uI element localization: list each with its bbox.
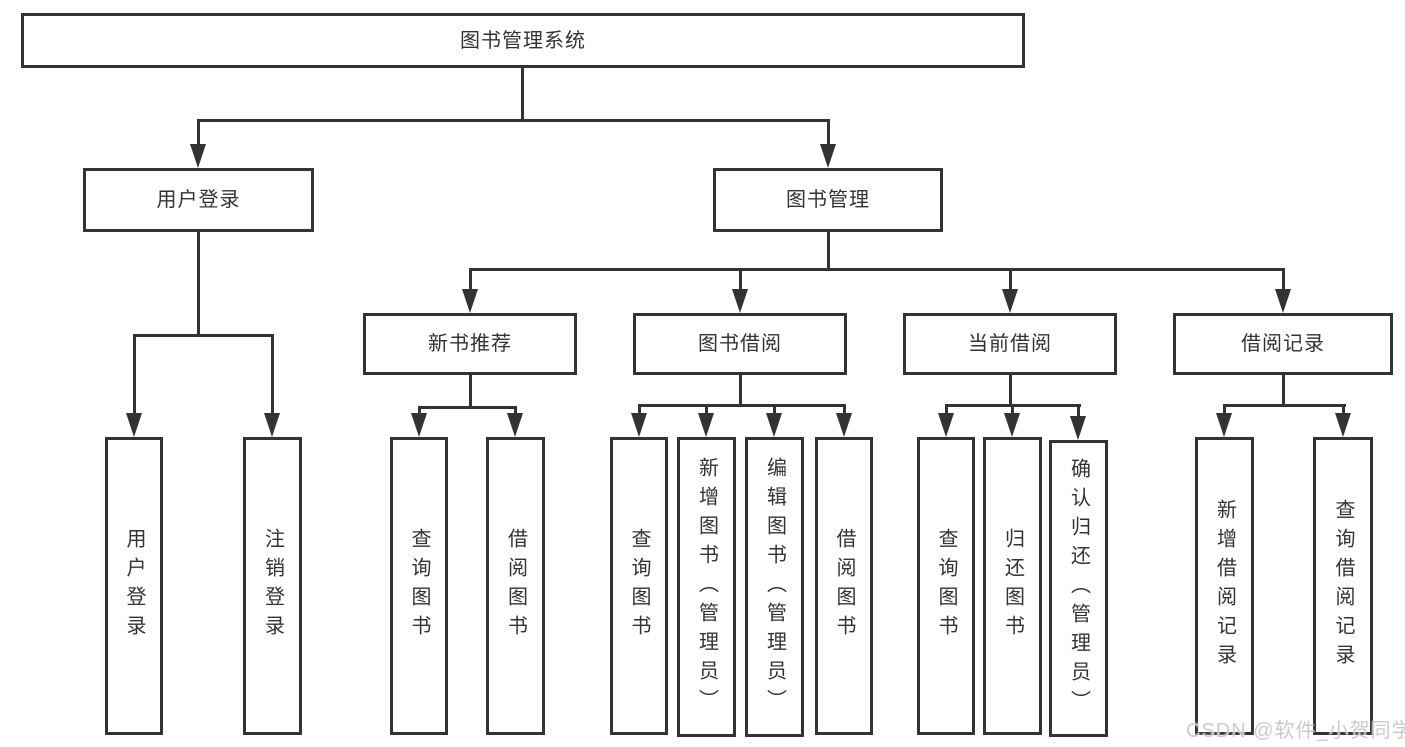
leaf-confirm-return-admin: 确认归还（管理员） — [1049, 440, 1108, 737]
connector-line — [1282, 268, 1285, 292]
arrow-down-icon — [836, 413, 852, 437]
node-label: 图书管理 — [786, 189, 870, 211]
node-book-management: 图书管理 — [713, 168, 943, 232]
arrow-down-icon — [1275, 289, 1291, 313]
arrow-down-icon — [1216, 413, 1232, 437]
arrow-down-icon — [820, 144, 836, 168]
connector-line — [469, 375, 472, 408]
connector-line — [197, 119, 830, 122]
connector-line — [197, 232, 200, 337]
connector-line — [469, 268, 472, 292]
watermark: CSDN @软件_小贺同学 — [1186, 720, 1405, 742]
leaf-borrowing-query-books: 查询图书 — [610, 437, 668, 735]
node-label: 借阅图书 — [504, 528, 527, 644]
connector-line — [638, 404, 846, 407]
connector-line — [739, 375, 742, 406]
leaf-recommend-query-books: 查询图书 — [390, 437, 448, 735]
node-label: 编辑图书（管理员） — [763, 456, 786, 718]
connector-line — [1282, 375, 1285, 406]
leaf-borrowing-borrow-books: 借阅图书 — [815, 437, 873, 735]
connector-line — [773, 404, 776, 416]
connector-line — [197, 119, 200, 147]
node-label: 图书借阅 — [698, 333, 782, 355]
connector-line — [1342, 404, 1345, 416]
connector-line — [945, 404, 948, 416]
arrow-down-icon — [264, 413, 280, 437]
node-label: 新增图书（管理员） — [695, 456, 718, 718]
arrow-down-icon — [462, 289, 478, 313]
arrow-down-icon — [631, 413, 647, 437]
connector-line — [705, 404, 708, 416]
arrow-down-icon — [507, 413, 523, 437]
leaf-user-login: 用户登录 — [105, 437, 163, 735]
connector-line — [418, 406, 517, 409]
node-user-login: 用户登录 — [83, 168, 314, 232]
connector-line — [133, 334, 274, 337]
arrow-down-icon — [698, 413, 714, 437]
leaf-return-books: 归还图书 — [983, 437, 1042, 735]
node-label: 借阅图书 — [833, 528, 855, 644]
node-label: 图书管理系统 — [460, 29, 586, 52]
connector-line — [638, 404, 641, 416]
connector-line — [843, 404, 846, 416]
leaf-current-query-books: 查询图书 — [917, 437, 975, 735]
connector-line — [1009, 375, 1012, 406]
connector-line — [1223, 404, 1346, 407]
node-label: 用户登录 — [156, 189, 241, 211]
connector-line — [469, 268, 1285, 271]
connector-line — [514, 406, 517, 416]
node-book-borrowing: 图书借阅 — [633, 313, 847, 375]
node-label: 查询图书 — [628, 528, 650, 644]
node-new-book-recommend: 新书推荐 — [363, 313, 577, 375]
arrow-down-icon — [190, 144, 206, 168]
node-label: 新增借阅记录 — [1213, 499, 1236, 673]
arrow-down-icon — [1335, 413, 1351, 437]
node-label: 当前借阅 — [968, 333, 1052, 355]
arrow-down-icon — [1004, 413, 1020, 437]
leaf-add-books-admin: 新增图书（管理员） — [677, 437, 736, 737]
node-label: 注销登录 — [261, 528, 284, 644]
leaf-edit-books-admin: 编辑图书（管理员） — [745, 437, 804, 737]
connector-line — [521, 68, 524, 122]
leaf-query-borrow-record: 查询借阅记录 — [1313, 437, 1373, 735]
connector-line — [1009, 268, 1012, 292]
node-current-borrowing: 当前借阅 — [903, 313, 1117, 375]
node-label: 查询借阅记录 — [1332, 499, 1354, 673]
node-label: 确认归还（管理员） — [1067, 458, 1090, 719]
arrow-down-icon — [766, 413, 782, 437]
node-label: 归还图书 — [1001, 528, 1024, 644]
connector-line — [271, 334, 274, 416]
connector-line — [133, 334, 136, 416]
arrow-down-icon — [938, 413, 954, 437]
connector-line — [827, 119, 830, 147]
arrow-down-icon — [126, 413, 142, 437]
connector-line — [1011, 404, 1014, 416]
connector-line — [1223, 404, 1226, 416]
arrow-down-icon — [411, 413, 427, 437]
node-label: 查询图书 — [408, 528, 430, 644]
node-label: 用户登录 — [123, 528, 145, 644]
arrow-down-icon — [1070, 416, 1086, 440]
leaf-add-borrow-record: 新增借阅记录 — [1195, 437, 1254, 735]
node-label: 新书推荐 — [428, 333, 512, 355]
node-borrowing-records: 借阅记录 — [1173, 313, 1393, 375]
connector-line — [739, 268, 742, 292]
connector-line — [827, 232, 830, 271]
node-label: 借阅记录 — [1241, 333, 1325, 355]
arrow-down-icon — [732, 289, 748, 313]
node-label: 查询图书 — [935, 528, 957, 644]
arrow-down-icon — [1002, 289, 1018, 313]
connector-line — [418, 406, 421, 416]
leaf-logout: 注销登录 — [243, 437, 302, 735]
node-library-management-system: 图书管理系统 — [21, 13, 1025, 68]
connector-line — [1077, 404, 1080, 416]
leaf-recommend-borrow-books: 借阅图书 — [486, 437, 545, 735]
